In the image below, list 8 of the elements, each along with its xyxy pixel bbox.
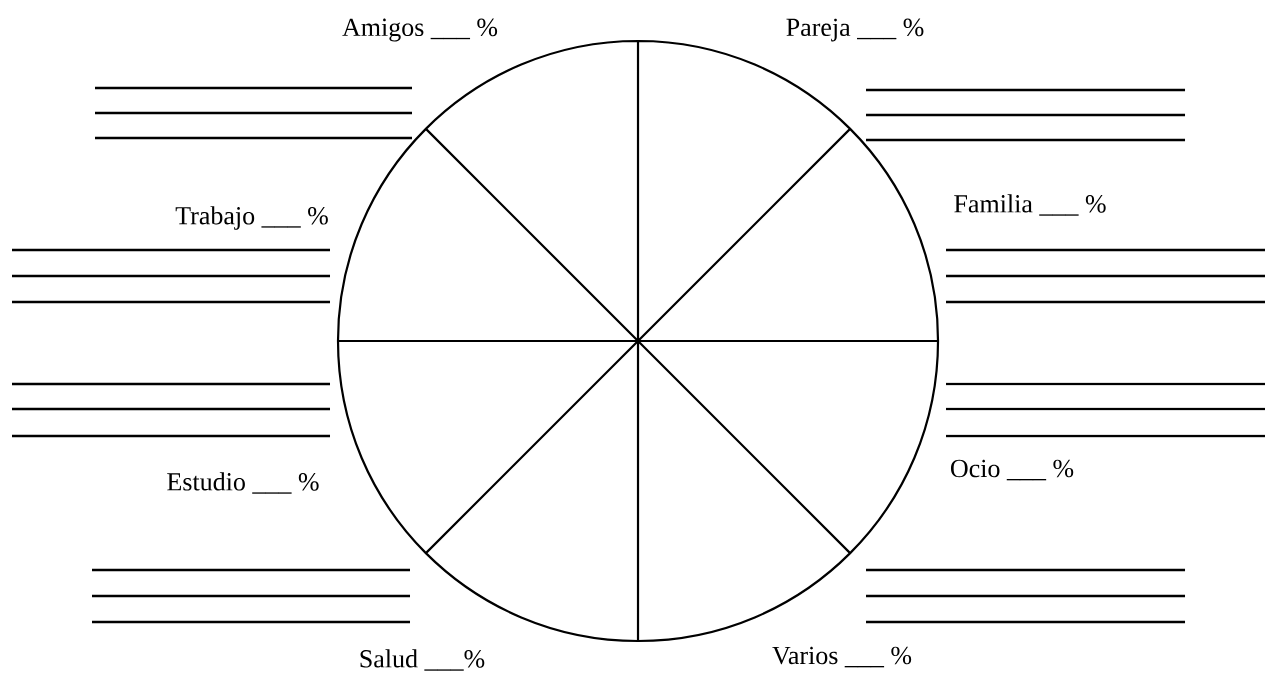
segment-label: Amigos ___ % (341, 17, 499, 43)
segment-label: Salud ___% (357, 648, 487, 672)
segment-label: Familia ___ % (952, 193, 1108, 217)
segment-label: Estudio ___ % (165, 471, 321, 495)
segment-label: Ocio ___ % (948, 458, 1076, 482)
segment-label: Varios ___ % (770, 645, 914, 669)
segment-label: Trabajo ___ % (174, 205, 330, 231)
segment-label: Pareja ___ % (784, 17, 926, 43)
